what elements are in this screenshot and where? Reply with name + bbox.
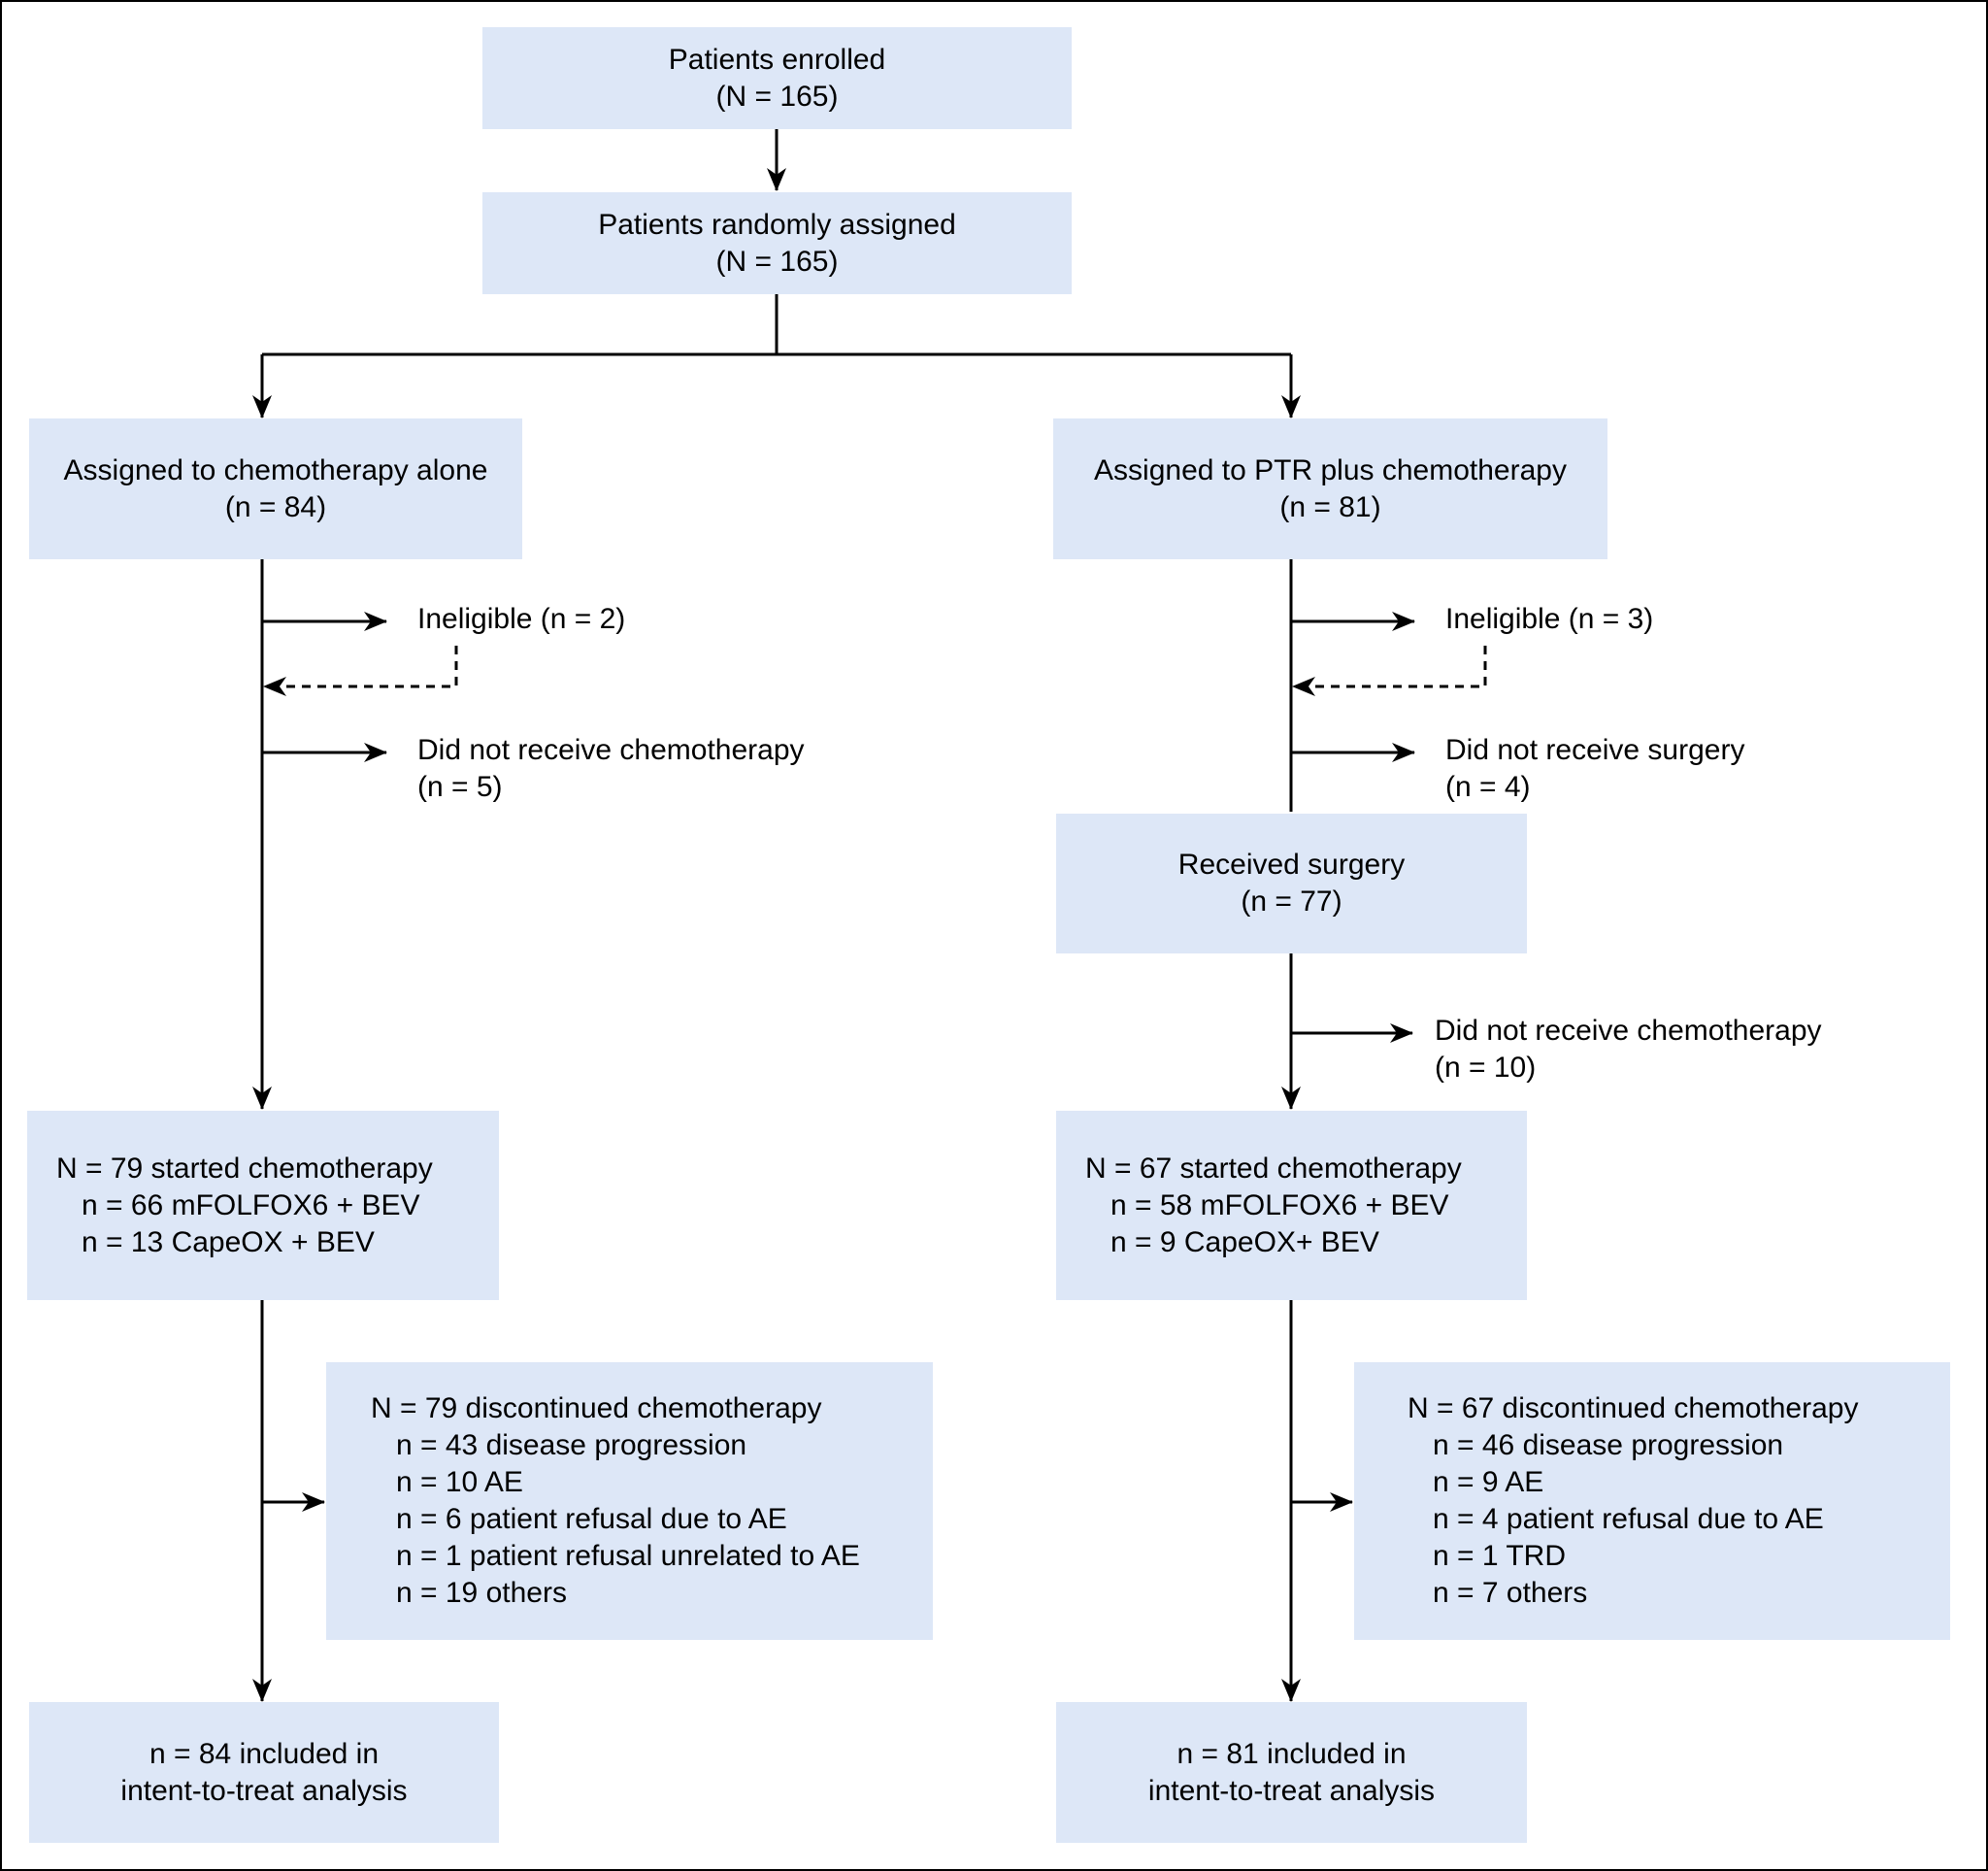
left-started-mfolfox6: n = 66 mFOLFOX6 + BEV xyxy=(82,1188,420,1221)
right-no-chemo-line1: Did not receive chemotherapy xyxy=(1435,1015,1822,1047)
left-started-capeox: n = 13 CapeOX + BEV xyxy=(82,1225,375,1258)
right-ineligible-label: Ineligible (n = 3) xyxy=(1445,603,1654,635)
right-assigned-count: (n = 81) xyxy=(1279,490,1381,523)
enrolled-box: Patients enrolled (N = 165) xyxy=(482,27,1072,129)
left-discontinued-item: n = 6 patient refusal due to AE xyxy=(396,1503,787,1535)
enrolled-count: (N = 165) xyxy=(715,80,839,113)
right-surgery-title: Received surgery xyxy=(1177,849,1406,881)
left-assigned-count: (n = 84) xyxy=(224,490,327,523)
arrow-right-ineligible-return xyxy=(1292,646,1487,696)
left-discontinued-title: N = 79 discontinued chemotherapy xyxy=(371,1392,822,1424)
left-discontinued-box: N = 79 discontinued chemotherapy n = 43 … xyxy=(326,1362,933,1640)
right-itt-line2: intent-to-treat analysis xyxy=(1147,1774,1436,1807)
right-started-capeox: n = 9 CapeOX+ BEV xyxy=(1110,1225,1379,1258)
right-no-chemo-label: Did not receive chemotherapy (n = 10) xyxy=(1435,1013,1822,1086)
left-assigned-title: Assigned to chemotherapy alone xyxy=(63,453,488,486)
left-no-chemo-line1: Did not receive chemotherapy xyxy=(417,734,805,766)
left-assigned-box: Assigned to chemotherapy alone (n = 84) xyxy=(29,418,522,559)
randomized-box: Patients randomly assigned (N = 165) xyxy=(482,192,1072,294)
right-assigned-box: Assigned to PTR plus chemotherapy (n = 8… xyxy=(1053,418,1607,559)
randomized-title: Patients randomly assigned xyxy=(598,208,956,241)
right-assigned-title: Assigned to PTR plus chemotherapy xyxy=(1094,453,1567,486)
left-started-total: N = 79 started chemotherapy xyxy=(56,1152,433,1185)
right-discontinued-item: n = 9 AE xyxy=(1433,1466,1544,1498)
left-ineligible-label: Ineligible (n = 2) xyxy=(417,603,626,635)
right-itt-line1: n = 81 included in xyxy=(1176,1737,1407,1770)
right-discontinued-title: N = 67 discontinued chemotherapy xyxy=(1408,1392,1859,1424)
right-discontinued-item: n = 4 patient refusal due to AE xyxy=(1433,1503,1824,1535)
left-itt-line1: n = 84 included in xyxy=(149,1737,379,1770)
left-no-chemo-line2: (n = 5) xyxy=(417,771,503,803)
right-no-surgery-line2: (n = 4) xyxy=(1445,771,1531,803)
left-no-chemo-label: Did not receive chemotherapy (n = 5) xyxy=(417,732,805,806)
right-started-total: N = 67 started chemotherapy xyxy=(1085,1152,1462,1185)
left-discontinued-item: n = 19 others xyxy=(396,1577,567,1609)
right-discontinued-box: N = 67 discontinued chemotherapy n = 46 … xyxy=(1354,1362,1950,1640)
right-started-box: N = 67 started chemotherapy n = 58 mFOLF… xyxy=(1056,1111,1527,1300)
enrolled-title: Patients enrolled xyxy=(668,43,886,76)
left-discontinued-item: n = 43 disease progression xyxy=(396,1429,747,1461)
right-surgery-box: Received surgery (n = 77) xyxy=(1056,814,1527,953)
left-itt-box: n = 84 included in intent-to-treat analy… xyxy=(29,1702,499,1843)
right-discontinued-item: n = 1 TRD xyxy=(1433,1540,1567,1572)
left-discontinued-item: n = 10 AE xyxy=(396,1466,523,1498)
left-itt-line2: intent-to-treat analysis xyxy=(120,1774,408,1807)
right-no-chemo-line2: (n = 10) xyxy=(1435,1052,1537,1084)
right-no-surgery-line1: Did not receive surgery xyxy=(1445,734,1745,766)
left-discontinued-item: n = 1 patient refusal unrelated to AE xyxy=(396,1540,860,1572)
right-itt-box: n = 81 included in intent-to-treat analy… xyxy=(1056,1702,1527,1843)
right-no-surgery-label: Did not receive surgery (n = 4) xyxy=(1445,732,1744,806)
left-started-box: N = 79 started chemotherapy n = 66 mFOLF… xyxy=(27,1111,499,1300)
right-surgery-count: (n = 77) xyxy=(1241,885,1342,918)
right-started-mfolfox6: n = 58 mFOLFOX6 + BEV xyxy=(1110,1188,1449,1221)
right-discontinued-item: n = 46 disease progression xyxy=(1433,1429,1784,1461)
right-discontinued-item: n = 7 others xyxy=(1433,1577,1588,1609)
randomized-count: (N = 165) xyxy=(715,245,839,278)
arrow-left-ineligible-return xyxy=(263,646,458,696)
